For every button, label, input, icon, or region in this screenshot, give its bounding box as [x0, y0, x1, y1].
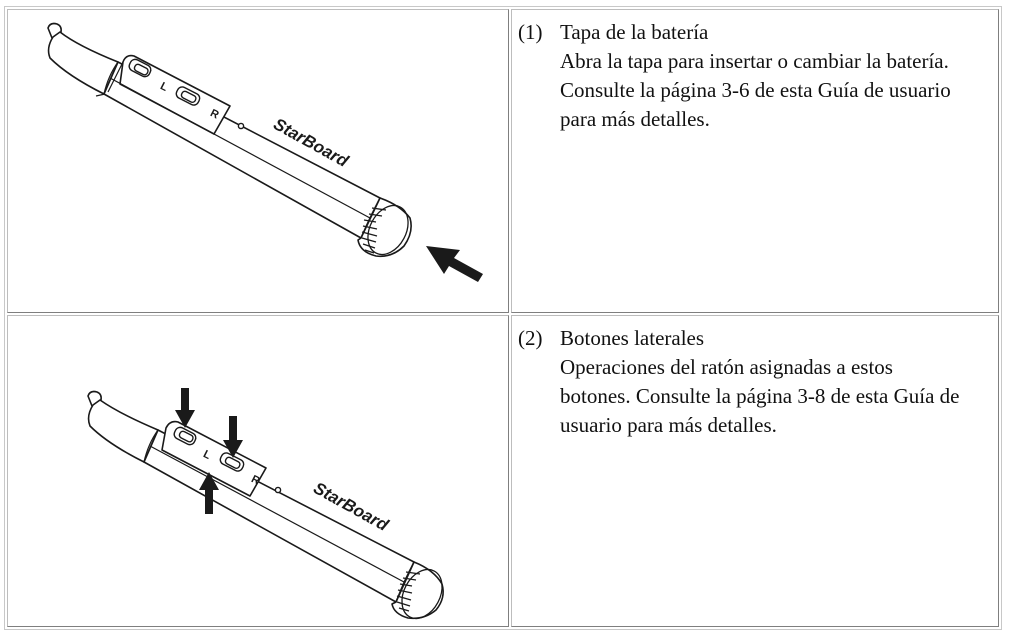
battery-cover-illustration-cell: L R StarBoard: [7, 9, 509, 313]
side-buttons-illustration-cell: L R StarBoard: [7, 315, 509, 627]
table-row: L R StarBoard (2) Botones laterales Oper…: [7, 315, 999, 627]
side-buttons-pen-illustration: L R StarBoard: [87, 388, 444, 620]
press-down-arrow-icon: [175, 388, 195, 428]
item-description: Operaciones del ratón asignadas a estos …: [560, 355, 960, 437]
battery-cover-pen-illustration: L R StarBoard: [47, 22, 483, 282]
item-number: (2): [518, 326, 543, 350]
press-down-arrow-icon: [223, 416, 243, 458]
press-up-arrow-icon: [199, 472, 219, 514]
left-button-letter: L: [201, 448, 213, 462]
table-row: L R StarBoard (1) Tapa de la batería Abr…: [7, 9, 999, 313]
item-title: Tapa de la batería: [560, 20, 709, 44]
list-item: (2) Botones laterales Operaciones del ra…: [512, 316, 998, 440]
list-item: (1) Tapa de la batería Abra la tapa para…: [512, 10, 998, 134]
side-buttons-description-cell: (2) Botones laterales Operaciones del ra…: [511, 315, 999, 627]
item-description: Abra la tapa para insertar o cambiar la …: [560, 49, 951, 131]
battery-cover-description-cell: (1) Tapa de la batería Abra la tapa para…: [511, 9, 999, 313]
item-number: (1): [518, 20, 543, 44]
item-title: Botones laterales: [560, 326, 705, 350]
pen-parts-table: L R StarBoard (1) Tapa de la batería Abr…: [4, 6, 1002, 630]
left-button-letter: L: [158, 80, 170, 94]
push-arrow-icon: [426, 246, 483, 282]
